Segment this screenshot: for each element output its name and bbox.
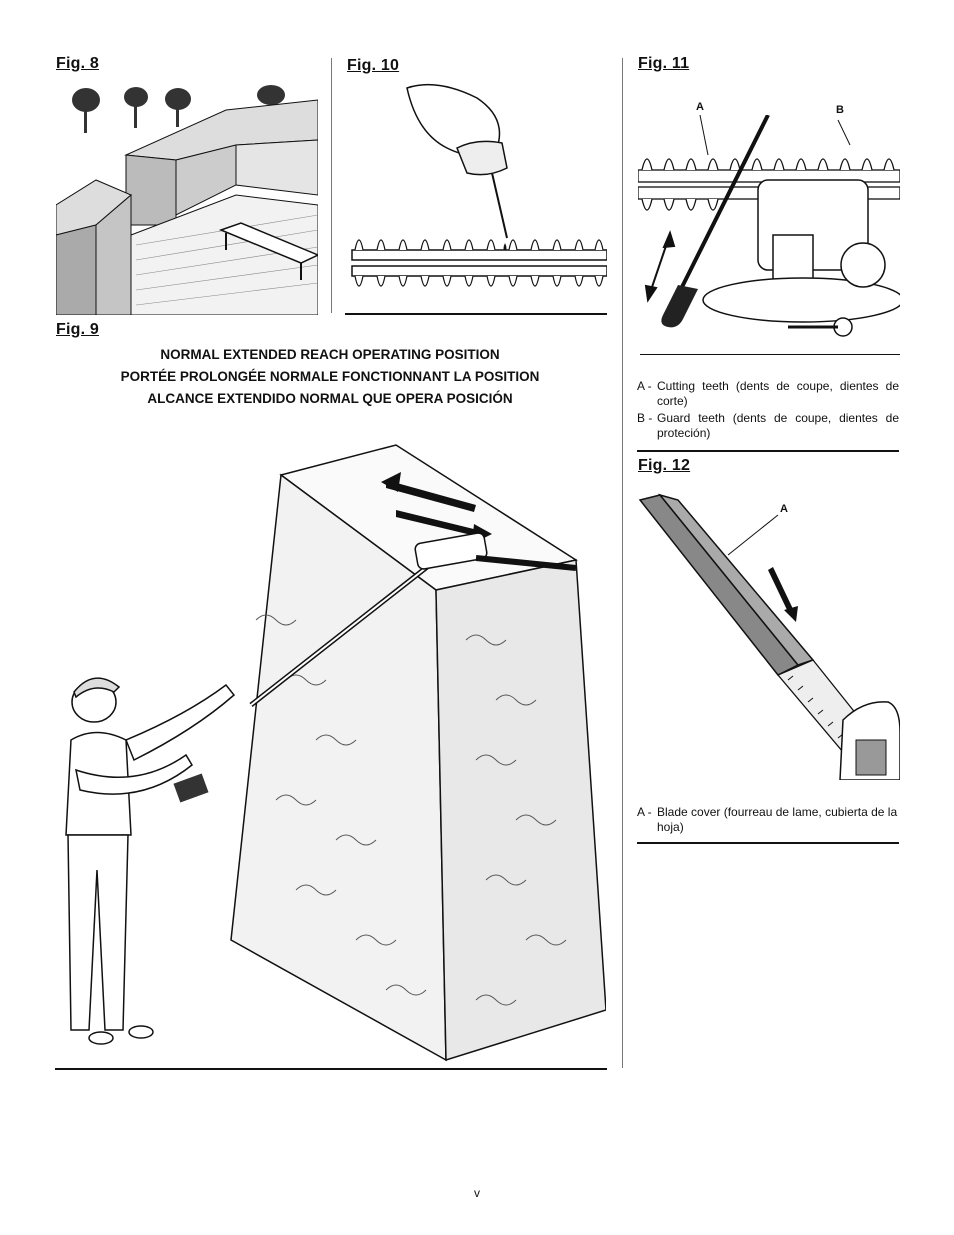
fig11-callout-b: B <box>836 104 844 116</box>
fig9-caption: NORMAL EXTENDED REACH OPERATING POSITION… <box>50 344 610 410</box>
legend-text: Guard teeth (dents de coupe, dientes de … <box>657 411 899 440</box>
fig9-bottom-rule <box>55 1068 607 1070</box>
fig11-legend-item-a: A - Cutting teeth (dents de coupe, dient… <box>637 379 899 409</box>
fig9-caption-line-english: NORMAL EXTENDED REACH OPERATING POSITION <box>160 347 500 362</box>
fig9-caption-line-spanish: ALCANCE EXTENDIDO NORMAL QUE OPERA POSIC… <box>147 391 513 406</box>
fig9-operating-position-illustration <box>65 444 606 1062</box>
fig9-caption-line-french: PORTÉE PROLONGÉE NORMALE FONCTIONNANT LA… <box>120 369 540 384</box>
legend-key: B - <box>637 411 653 425</box>
fig9-label: Fig. 9 <box>56 321 99 338</box>
legend-text: Cutting teeth (dents de coupe, dientes d… <box>657 379 899 408</box>
fig10-oiling-blade-illustration <box>351 83 607 287</box>
page-number: v <box>474 1186 480 1200</box>
fig10-label: Fig. 10 <box>347 57 400 74</box>
fig12-blade-cover-illustration <box>638 493 900 780</box>
fig8-label: Fig. 8 <box>56 55 99 72</box>
fig11-label: Fig. 11 <box>638 55 690 72</box>
fig12-label: Fig. 12 <box>638 457 691 474</box>
fig11-legend-rule <box>637 450 899 452</box>
fig8-hedge-garden-illustration <box>56 85 318 315</box>
fig10-bottom-rule <box>345 313 607 315</box>
fig11-callout-a: A <box>696 101 704 113</box>
fig12-legend: A - Blade cover (fourreau de lame, cubie… <box>637 805 899 837</box>
fig12-legend-rule <box>637 842 899 844</box>
fig11-file-sharpening-illustration <box>638 115 900 337</box>
column-divider-left <box>331 58 332 313</box>
legend-key: A - <box>637 379 652 393</box>
legend-key: A - <box>637 805 652 819</box>
fig11-legend: A - Cutting teeth (dents de coupe, dient… <box>637 379 899 443</box>
column-divider-right <box>622 58 623 1068</box>
fig12-legend-item-a: A - Blade cover (fourreau de lame, cubie… <box>637 805 899 835</box>
fig11-legend-item-b: B - Guard teeth (dents de coupe, dientes… <box>637 411 899 441</box>
legend-text: Blade cover (fourreau de lame, cubierta … <box>657 805 898 834</box>
fig11-bottom-rule <box>640 354 900 355</box>
fig12-callout-a: A <box>780 503 788 515</box>
